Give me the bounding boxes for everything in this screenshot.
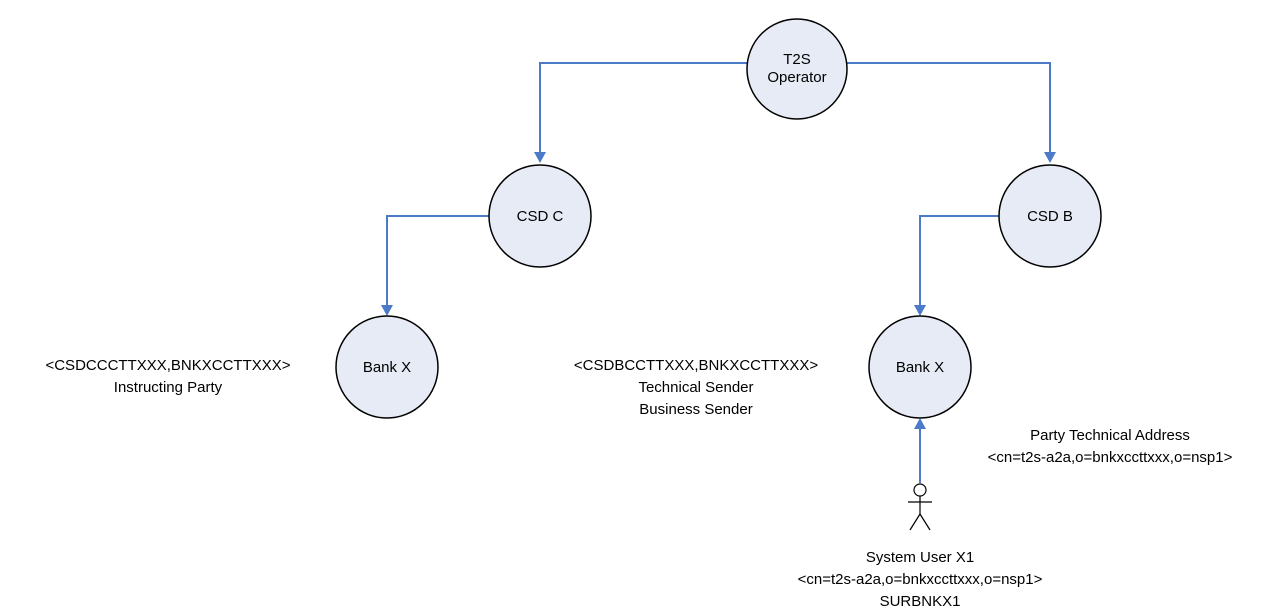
arrowhead-bank-x-right bbox=[914, 305, 926, 316]
connectors bbox=[381, 62, 1056, 483]
arrowhead-csd-c bbox=[534, 152, 546, 163]
system-user-login: SURBNKX1 bbox=[880, 593, 961, 610]
party-technical-address-title: Party Technical Address bbox=[1030, 427, 1190, 444]
system-user-name: System User X1 bbox=[866, 549, 974, 566]
node-t2s-operator-label-1: T2S bbox=[783, 51, 811, 68]
node-t2s-operator-label-2: Operator bbox=[767, 69, 826, 86]
system-user-dn: <cn=t2s-a2a,o=bnkxccttxxx,o=nsp1> bbox=[798, 571, 1043, 588]
connector-csd-b-to-bank-x-right bbox=[919, 215, 999, 305]
node-bank-x-left-label: Bank X bbox=[363, 359, 411, 376]
node-csd-b-label: CSD B bbox=[1027, 208, 1073, 225]
arrowhead-csd-b bbox=[1044, 152, 1056, 163]
node-csd-c: CSD C bbox=[488, 164, 592, 268]
annotation-right-bank-role-1: Technical Sender bbox=[638, 379, 753, 396]
node-csd-b: CSD B bbox=[998, 164, 1102, 268]
annotation-right-bank-role-2: Business Sender bbox=[639, 401, 752, 418]
node-t2s-operator: T2S Operator bbox=[746, 18, 848, 120]
connector-t2s-to-csd-c bbox=[539, 62, 748, 152]
annotation-right-bank: <CSDBCCTTXXX,BNKXCCTTXXX> Technical Send… bbox=[574, 357, 818, 418]
annotation-left-bank: <CSDCCCTTXXX,BNKXCCTTXXX> Instructing Pa… bbox=[45, 357, 290, 396]
node-bank-x-left: Bank X bbox=[335, 315, 439, 419]
system-user-actor-icon bbox=[908, 483, 932, 531]
node-csd-c-label: CSD C bbox=[517, 208, 564, 225]
connector-csd-c-to-bank-x-left bbox=[386, 215, 489, 305]
node-bank-x-right-label: Bank X bbox=[896, 359, 944, 376]
arrowhead-bank-x-left bbox=[381, 305, 393, 316]
annotation-right-bank-bic-pair: <CSDBCCTTXXX,BNKXCCTTXXX> bbox=[574, 357, 818, 374]
annotation-system-user: System User X1 <cn=t2s-a2a,o=bnkxccttxxx… bbox=[798, 549, 1043, 610]
party-technical-address-value: <cn=t2s-a2a,o=bnkxccttxxx,o=nsp1> bbox=[988, 449, 1233, 466]
annotation-left-bank-role: Instructing Party bbox=[114, 379, 223, 396]
arrowhead-bank-x-right-up bbox=[914, 418, 926, 429]
annotation-left-bank-bic-pair: <CSDCCCTTXXX,BNKXCCTTXXX> bbox=[45, 357, 290, 374]
annotation-party-technical-address: Party Technical Address <cn=t2s-a2a,o=bn… bbox=[988, 427, 1233, 466]
node-bank-x-right: Bank X bbox=[868, 315, 972, 419]
connector-t2s-to-csd-b bbox=[846, 62, 1051, 152]
